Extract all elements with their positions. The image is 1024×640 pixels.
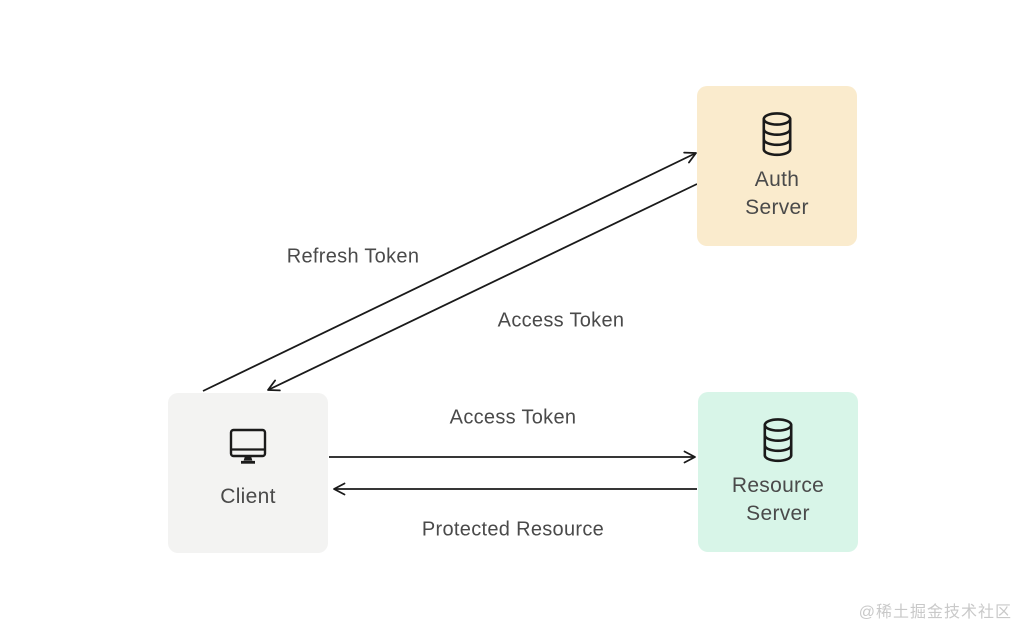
node-label-line: Server <box>745 196 809 219</box>
database-icon <box>759 111 795 157</box>
edge-refresh-token-line <box>202 151 697 392</box>
edge-label-protected-resource: Protected Resource <box>421 518 605 541</box>
node-label-line: Resource <box>731 474 825 497</box>
watermark-text: @稀土掘金技术社区 <box>858 604 1012 621</box>
monitor-icon <box>227 427 269 467</box>
node-label-line: Server <box>746 502 810 525</box>
edge-label-access-token-diagonal: Access Token <box>497 309 625 332</box>
edge-access-token-from-auth-line <box>267 183 698 392</box>
node-label-auth-server: Auth Server <box>745 166 809 222</box>
node-label-line: Client <box>220 485 276 508</box>
node-label-resource-server: Resource Server <box>732 472 824 528</box>
edge-label-refresh-token: Refresh Token <box>286 245 420 268</box>
node-label-client: Client <box>220 483 276 511</box>
node-label-line: Auth <box>754 168 800 191</box>
database-icon <box>760 417 796 463</box>
edge-label-access-token-horizontal: Access Token <box>449 406 577 429</box>
node-resource-server: Resource Server <box>698 392 858 552</box>
node-auth-server: Auth Server <box>697 86 857 246</box>
node-client: Client <box>168 393 328 553</box>
